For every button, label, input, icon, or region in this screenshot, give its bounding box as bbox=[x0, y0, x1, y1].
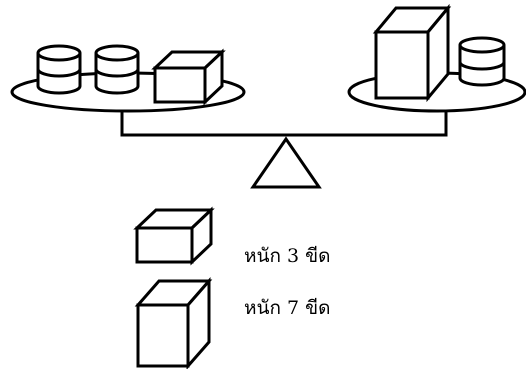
legend-label-7: หนัก 7 ขีด bbox=[244, 297, 331, 319]
small-box-icon bbox=[133, 206, 215, 266]
cylinder-icon bbox=[458, 36, 506, 87]
cylinder-icon bbox=[36, 44, 82, 95]
small-box-icon bbox=[151, 48, 226, 106]
legend-item-large-box: หนัก 7 ขีด bbox=[134, 277, 331, 370]
legend-item-small-box: หนัก 3 ขีด bbox=[133, 206, 331, 267]
scale-beam bbox=[120, 108, 448, 137]
legend-label-3: หนัก 3 ขีด bbox=[244, 245, 331, 267]
cylinder-icon bbox=[94, 44, 140, 95]
large-box-icon bbox=[372, 3, 452, 103]
scale-fulcrum bbox=[250, 136, 322, 189]
large-box-icon bbox=[134, 277, 213, 370]
legend: หนัก 3 ขีด หนัก 7 ขีด bbox=[133, 206, 331, 370]
